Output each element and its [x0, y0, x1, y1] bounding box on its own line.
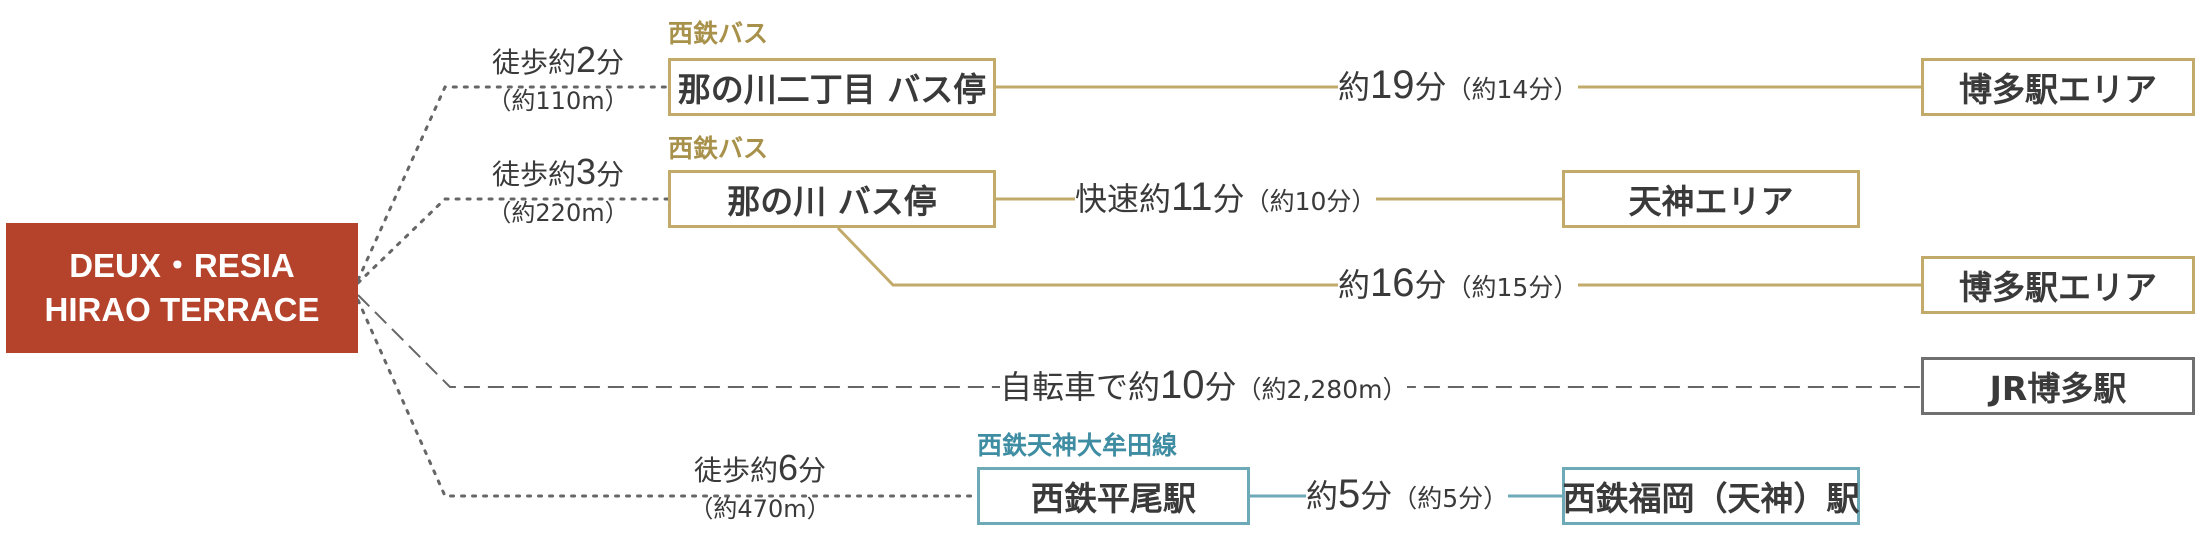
- walk-label-train: 徒歩約6分 （約470m）: [650, 448, 870, 527]
- walk-label-r2: 徒歩約3分 （約220m）: [448, 152, 668, 231]
- station-train: 西鉄平尾駅: [977, 467, 1250, 525]
- origin-box: DEUX・RESIA HIRAO TERRACE: [6, 223, 358, 353]
- operator-label-r1: 西鉄バス: [668, 19, 769, 48]
- destination-r1: 博多駅エリア: [1921, 58, 2195, 116]
- destination-bike: JR博多駅: [1921, 357, 2195, 415]
- origin-name-line2: HIRAO TERRACE: [44, 291, 320, 328]
- walk-line-r1: [356, 85, 670, 282]
- origin-name-line1: DEUX・RESIA: [69, 247, 295, 284]
- bus-stop-r1: 那の川二丁目 バス停: [668, 58, 996, 116]
- destination-r2b: 博多駅エリア: [1921, 256, 2195, 314]
- walk-label-r1: 徒歩約2分 （約110m）: [448, 40, 668, 119]
- destination-train: 西鉄福岡（天神）駅: [1562, 467, 1860, 525]
- walk-line-r2: [356, 197, 670, 285]
- walk-distance-r1: （約110m）: [487, 87, 629, 115]
- operator-label-train: 西鉄天神大牟田線: [977, 431, 1178, 460]
- bike-line: [357, 294, 1921, 388]
- walk-distance-train: （約470m）: [689, 495, 831, 523]
- operator-label-r2: 西鉄バス: [668, 134, 769, 163]
- walk-distance-r2: （約220m）: [487, 199, 629, 227]
- destination-r2a: 天神エリア: [1562, 170, 1860, 228]
- bus-stop-r2: 那の川 バス停: [668, 170, 996, 228]
